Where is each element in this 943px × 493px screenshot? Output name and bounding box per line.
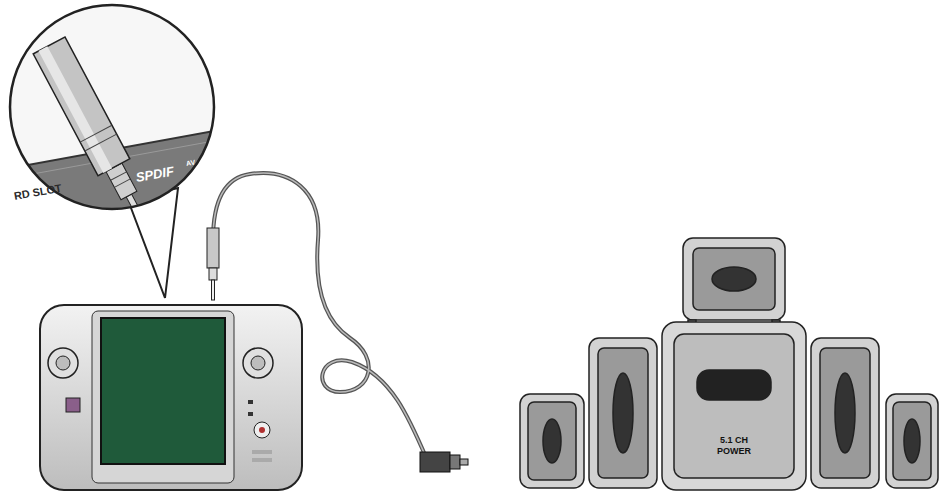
callout-circle <box>10 5 214 209</box>
speaker-system <box>520 238 938 490</box>
handheld-device <box>40 305 302 490</box>
panel-label: 5.1 CH POWER <box>712 435 756 458</box>
slot-label: RD SLOT <box>13 182 63 202</box>
jack-plug <box>207 228 219 300</box>
speaker-panel: 5.1 CH POWER <box>708 433 760 460</box>
optical-plug <box>420 452 468 472</box>
callout-detail <box>0 0 230 240</box>
